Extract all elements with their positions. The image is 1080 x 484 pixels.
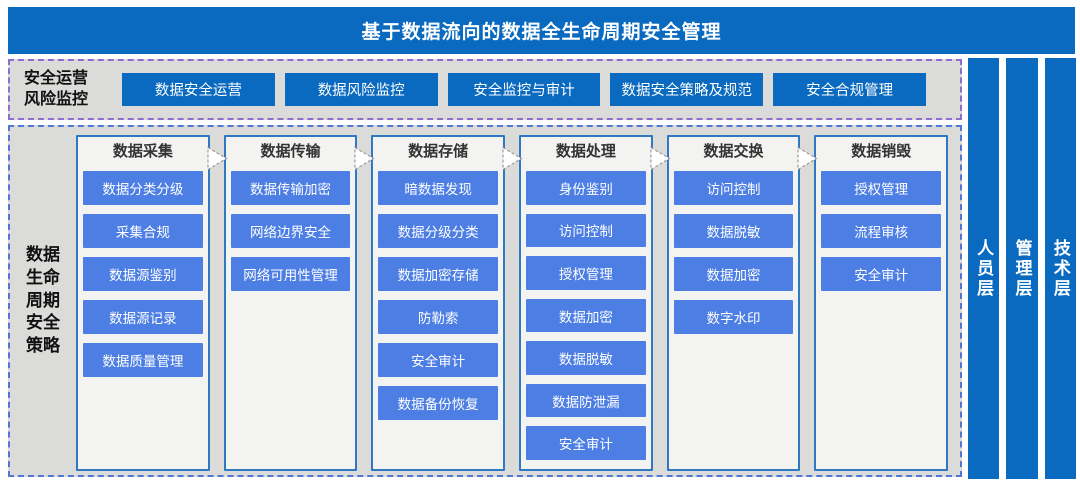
lifecycle-item[interactable]: 授权管理	[526, 256, 646, 290]
ops-button[interactable]: 安全合规管理	[773, 73, 926, 106]
lifecycle-column-6: 数据销毁授权管理流程审核安全审计	[814, 135, 949, 471]
layer-bar-1: 人员层	[968, 58, 1000, 479]
layer-bar-2: 管理层	[1006, 58, 1038, 479]
lifecycle-item[interactable]: 数据分级分类	[378, 214, 499, 248]
layer-bars: 人员层管理层技术层	[968, 58, 1076, 479]
lifecycle-column-1: 数据采集数据分类分级采集合规数据源鉴别数据源记录数据质量管理	[76, 135, 210, 471]
lifecycle-item[interactable]: 数据备份恢复	[378, 386, 499, 420]
lifecycle-item[interactable]: 数据加密存储	[378, 257, 499, 291]
lifecycle-item[interactable]: 数据防泄漏	[526, 383, 646, 418]
lifecycle-item[interactable]: 网络边界安全	[230, 214, 351, 248]
lifecycle-item[interactable]: 访问控制	[526, 213, 646, 248]
lifecycle-item[interactable]: 数据脱敏	[673, 214, 794, 248]
lifecycle-item[interactable]: 数据质量管理	[83, 343, 203, 377]
lifecycle-label-line: 生命	[26, 267, 60, 287]
lifecycle-item[interactable]: 访问控制	[673, 171, 794, 205]
lifecycle-label: 数据生命周期安全策略	[10, 127, 76, 475]
lifecycle-column-4: 数据处理身份鉴别访问控制授权管理数据加密数据脱敏数据防泄漏安全审计	[519, 135, 653, 471]
lifecycle-item[interactable]: 数据分类分级	[83, 171, 203, 205]
lifecycle-item[interactable]: 数据源记录	[83, 300, 203, 334]
column-header: 数据采集	[112, 143, 173, 160]
security-ops-label: 安全运营 风险监控	[24, 69, 116, 111]
column-header: 数据处理	[555, 143, 616, 160]
ops-button[interactable]: 安全监控与审计	[447, 73, 601, 106]
flow-arrow-icon	[500, 145, 524, 172]
lifecycle-item[interactable]: 安全审计	[526, 426, 646, 461]
lifecycle-column-5: 数据交换访问控制数据脱敏数据加密数字水印	[666, 135, 801, 471]
security-ops-section: 安全运营 风险监控 数据安全运营数据风险监控安全监控与审计数据安全策略及规范安全…	[8, 59, 962, 120]
lifecycle-label-line: 策略	[26, 336, 60, 356]
flow-arrow-icon	[795, 145, 819, 172]
lifecycle-item[interactable]: 流程审核	[821, 214, 942, 248]
layer-bar-label: 管理层	[1012, 238, 1032, 299]
lifecycle-label-line: 数据	[26, 244, 60, 264]
column-header: 数据销毁	[851, 143, 912, 160]
layer-bar-label: 技术层	[1050, 238, 1070, 299]
lifecycle-item[interactable]: 数据加密	[526, 298, 646, 333]
security-ops-label-line1: 安全运营	[24, 69, 89, 87]
lifecycle-item[interactable]: 采集合规	[83, 214, 203, 248]
page-title: 基于数据流向的数据全生命周期安全管理	[361, 22, 722, 43]
lifecycle-item[interactable]: 防勒索	[378, 300, 499, 334]
lifecycle-column-3: 数据存储暗数据发现数据分级分类数据加密存储防勒索安全审计数据备份恢复	[371, 135, 506, 471]
lifecycle-label-line: 安全	[26, 313, 60, 333]
lifecycle-item[interactable]: 数据源鉴别	[83, 257, 203, 291]
lifecycle-item[interactable]: 安全审计	[378, 343, 499, 377]
column-header: 数据交换	[703, 143, 764, 160]
lifecycle-columns: 数据采集数据分类分级采集合规数据源鉴别数据源记录数据质量管理数据传输数据传输加密…	[76, 127, 960, 475]
ops-button[interactable]: 数据安全策略及规范	[610, 73, 764, 106]
security-ops-label-line2: 风险监控	[24, 90, 89, 108]
column-header: 数据传输	[260, 143, 321, 160]
lifecycle-item[interactable]: 暗数据发现	[378, 171, 499, 205]
flow-arrow-icon	[205, 145, 229, 172]
security-ops-buttons: 数据安全运营数据风险监控安全监控与审计数据安全策略及规范安全合规管理	[122, 73, 926, 106]
layer-bar-3: 技术层	[1044, 58, 1076, 479]
layer-bar-label: 人员层	[974, 238, 994, 299]
lifecycle-item[interactable]: 网络可用性管理	[230, 257, 351, 291]
lifecycle-label-line: 周期	[26, 290, 60, 310]
lifecycle-item[interactable]: 数据传输加密	[230, 171, 351, 205]
flow-arrow-icon	[352, 145, 376, 172]
column-header: 数据存储	[408, 143, 469, 160]
lifecycle-item[interactable]: 数字水印	[673, 300, 794, 334]
lifecycle-item[interactable]: 安全审计	[821, 257, 942, 291]
lifecycle-item[interactable]: 身份鉴别	[526, 171, 646, 205]
flow-arrow-icon	[648, 145, 672, 172]
ops-button[interactable]: 数据风险监控	[284, 73, 438, 106]
lifecycle-section: 数据生命周期安全策略 数据采集数据分类分级采集合规数据源鉴别数据源记录数据质量管…	[8, 125, 962, 477]
lifecycle-item[interactable]: 授权管理	[821, 171, 942, 205]
lifecycle-column-2: 数据传输数据传输加密网络边界安全网络可用性管理	[223, 135, 358, 471]
lifecycle-item[interactable]: 数据加密	[673, 257, 794, 291]
title-banner: 基于数据流向的数据全生命周期安全管理	[8, 7, 1075, 54]
ops-button[interactable]: 数据安全运营	[122, 73, 275, 106]
lifecycle-item[interactable]: 数据脱敏	[526, 341, 646, 375]
